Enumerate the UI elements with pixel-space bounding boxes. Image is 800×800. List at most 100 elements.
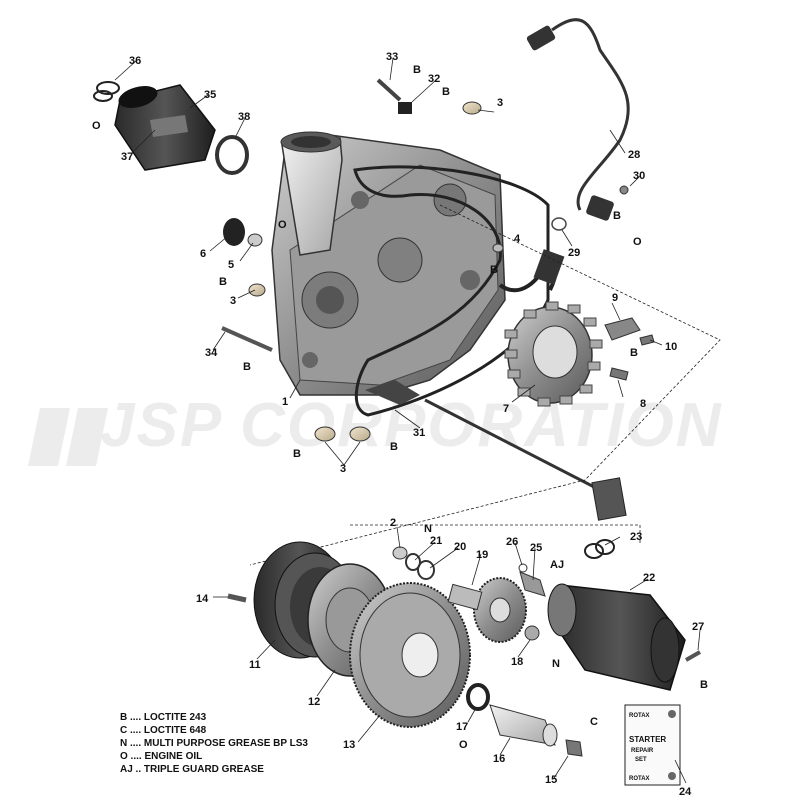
- kit-line1: STARTER: [629, 735, 666, 744]
- callout-19: 19: [476, 549, 488, 561]
- callout-20: 20: [454, 541, 466, 553]
- callout-18: 18: [511, 656, 523, 668]
- callout-3c: 3: [340, 463, 346, 475]
- callout-27: 27: [692, 621, 704, 633]
- circlip-26: [518, 563, 528, 573]
- sensor-harness: [526, 18, 630, 221]
- kit-line3: SET: [635, 757, 647, 763]
- callout-8: 8: [640, 398, 646, 410]
- callout-15: 15: [545, 774, 557, 786]
- callout-9: 9: [612, 292, 618, 304]
- washer-21: [405, 553, 421, 571]
- callout-21: 21: [430, 535, 442, 547]
- callout-36: 36: [129, 55, 141, 67]
- callout-16: 16: [493, 753, 505, 765]
- callout-37: 37: [121, 151, 133, 163]
- ring-gear-13: [349, 582, 471, 728]
- o-ring-23a: [584, 543, 604, 559]
- watermark: JSP CORPORATION: [28, 391, 721, 466]
- stud-34: [221, 326, 273, 352]
- callout-10: 10: [665, 341, 677, 353]
- marker-o-30: O: [633, 236, 642, 248]
- wiring-harness: [424, 249, 627, 521]
- cover-gasket: [353, 165, 550, 417]
- assembly-guides: [249, 204, 721, 566]
- callout-1: 1: [282, 396, 288, 408]
- callout-11: 11: [249, 659, 261, 671]
- callout-29: 29: [568, 247, 580, 259]
- legend-line-2: C .... LOCTITE 648: [120, 725, 207, 736]
- callout-5: 5: [228, 259, 234, 271]
- marker-b-30: B: [613, 210, 621, 222]
- o-ring-36b: [93, 90, 113, 102]
- intake-boot: [114, 84, 216, 171]
- marker-o-5: O: [278, 219, 287, 231]
- hose-clamp: [215, 135, 249, 175]
- washer-5: [247, 233, 263, 247]
- kit-brand-top: ROTAX: [629, 713, 650, 719]
- marker-b-4: B: [490, 264, 498, 276]
- callout-4: 4: [514, 233, 521, 245]
- callout-23: 23: [630, 531, 642, 543]
- legend-line-4: O .... ENGINE OIL: [120, 751, 202, 762]
- legend-line-1: B .... LOCTITE 243: [120, 712, 207, 723]
- kit-brand-bottom: ROTAX: [629, 776, 650, 782]
- callout-26: 26: [506, 536, 518, 548]
- callout-30: 30: [633, 170, 645, 182]
- marker-o-36: O: [92, 120, 101, 132]
- screw-33: [376, 78, 402, 102]
- leader-lines: [114, 57, 701, 784]
- callout-31: 31: [413, 427, 425, 439]
- seal-6: [223, 218, 245, 246]
- marker-aj-25: AJ: [550, 559, 564, 571]
- marker-b-33: B: [413, 64, 421, 76]
- marker-b-3c: B: [390, 441, 398, 453]
- o-ring-29: [551, 217, 567, 231]
- marker-b-34: B: [243, 361, 251, 373]
- spline-16: [489, 704, 558, 747]
- callout-6: 6: [200, 248, 206, 260]
- nut-15: [565, 739, 583, 757]
- marker-b-10: B: [630, 347, 638, 359]
- bushing-18: [524, 625, 540, 641]
- callout-24: 24: [679, 786, 692, 798]
- washer-20: [417, 560, 435, 580]
- callout-14: 14: [196, 593, 209, 605]
- clamp-screw: [639, 334, 655, 346]
- marker-b-3a: B: [293, 448, 301, 460]
- callout-34: 34: [205, 347, 218, 359]
- starter-repair-kit: ROTAX STARTER REPAIR SET ROTAX: [624, 704, 681, 786]
- callout-labels: 1 2 3 3 3 4 5 6 7 8 9 10 11 12 13 14 15 …: [121, 51, 704, 798]
- callout-35: 35: [204, 89, 216, 101]
- stator: [504, 301, 603, 407]
- callout-2: 2: [390, 517, 396, 529]
- screw-27: [685, 650, 701, 662]
- marker-o-17: O: [459, 739, 468, 751]
- kit-line2: REPAIR: [631, 748, 654, 754]
- marker-n-2: N: [424, 523, 432, 535]
- bushing-2: [392, 546, 408, 560]
- seal-32: [398, 102, 412, 114]
- legend-line-5: AJ .. TRIPLE GUARD GREASE: [120, 764, 264, 775]
- o-ring-36: [96, 81, 120, 95]
- marker-b-3: B: [219, 276, 227, 288]
- marker-b-27: B: [700, 679, 708, 691]
- marker-n-18: N: [552, 658, 560, 670]
- sprag-gear-19: [447, 577, 527, 643]
- callout-38: 38: [238, 111, 250, 123]
- plug-3-b: [349, 426, 371, 442]
- callout-12: 12: [308, 696, 320, 708]
- callout-17: 17: [456, 721, 468, 733]
- callout-3: 3: [497, 97, 503, 109]
- callout-3b: 3: [230, 295, 236, 307]
- callout-33: 33: [386, 51, 398, 63]
- gear-shaft-25: [519, 571, 546, 597]
- legend-line-3: N .... MULTI PURPOSE GREASE BP LS3: [120, 738, 308, 749]
- lubricant-markers: B B O O B B B B O B B B N AJ N O C B: [92, 64, 708, 751]
- callout-28: 28: [628, 149, 640, 161]
- marker-b-3top: B: [442, 86, 450, 98]
- seal-17: [466, 683, 490, 711]
- marker-c-15: C: [590, 716, 598, 728]
- plug-3-top: [462, 101, 482, 115]
